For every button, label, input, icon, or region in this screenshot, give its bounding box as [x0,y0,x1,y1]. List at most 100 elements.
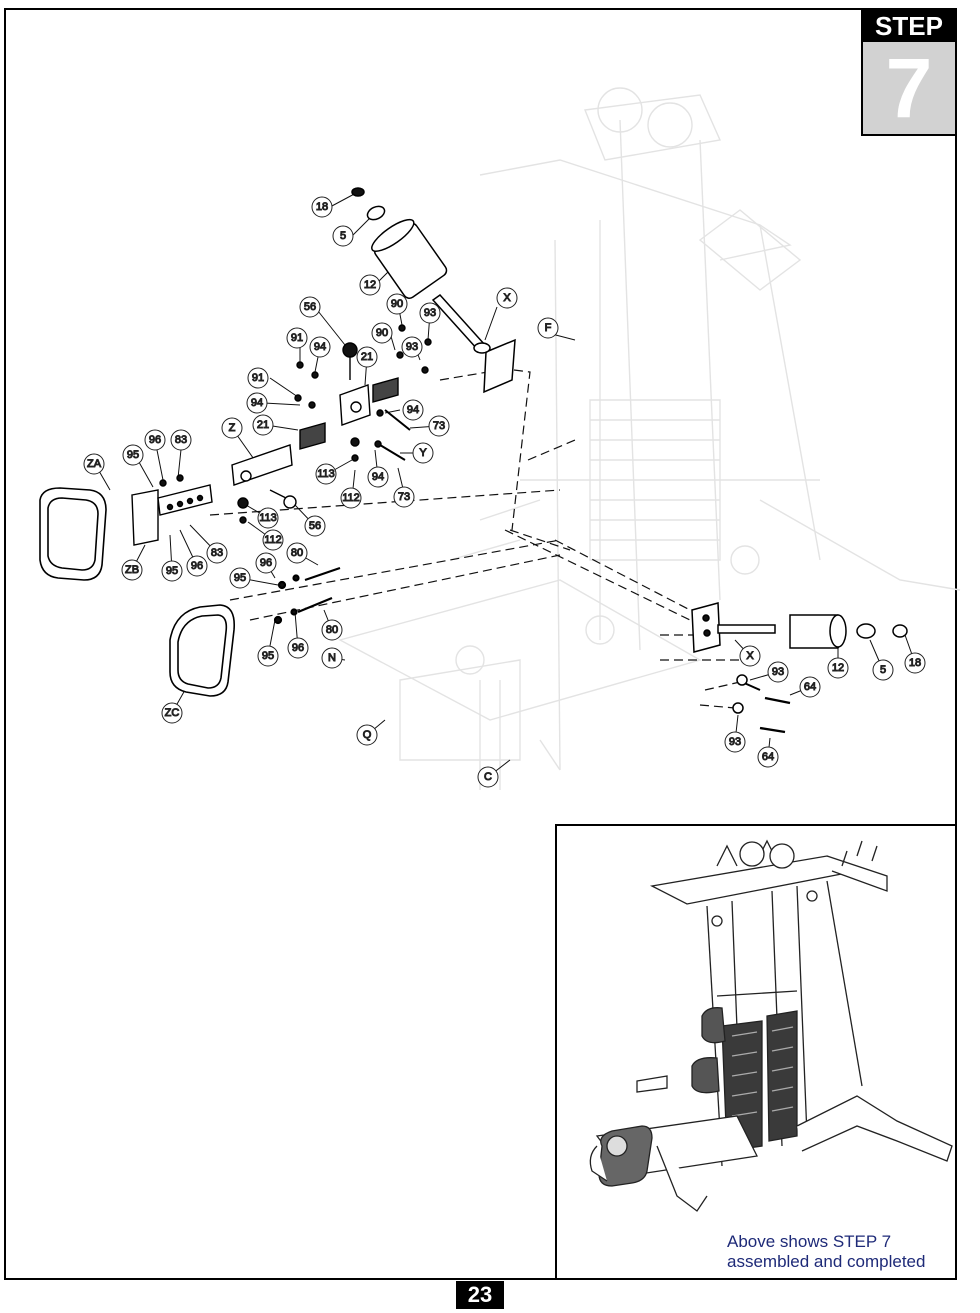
inset-caption-line2: assembled and completed [727,1252,926,1271]
callout: 83 [170,429,192,451]
svg-text:12: 12 [364,279,376,291]
svg-text:96: 96 [149,434,161,446]
callout: 91 [286,327,308,349]
svg-text:93: 93 [729,736,741,748]
svg-text:C: C [484,771,492,783]
callout: 93 [724,731,746,753]
svg-text:21: 21 [361,351,373,363]
callout: 96 [287,637,309,659]
machine-frame-ghost [338,87,961,790]
svg-text:113: 113 [259,512,277,524]
callout: 21 [356,346,378,368]
svg-text:91: 91 [252,372,264,384]
callout: ZC [161,702,183,724]
inset-caption: Above shows STEP 7 assembled and complet… [727,1232,952,1272]
svg-text:56: 56 [309,520,321,532]
completed-assembly-inset: Above shows STEP 7 assembled and complet… [555,824,957,1280]
svg-text:96: 96 [292,642,304,654]
callout: 83 [206,542,228,564]
svg-text:95: 95 [234,572,246,584]
callout: X [496,287,518,309]
callout: 56 [304,515,326,537]
callout: F [537,317,559,339]
callout: 80 [286,542,308,564]
svg-text:73: 73 [398,491,410,503]
svg-text:Q: Q [363,729,372,741]
svg-text:21: 21 [257,419,269,431]
svg-text:83: 83 [211,547,223,559]
callout: 96 [255,552,277,574]
leader-lines [94,191,916,778]
svg-text:96: 96 [260,557,272,569]
bolts-80 [273,566,341,625]
callout: 64 [757,746,779,768]
callout: 5 [872,659,894,681]
callout: 5 [332,225,354,247]
pad-bracket-zb [131,474,213,546]
roller-pad-top [351,187,448,299]
svg-text:F: F [545,322,552,334]
callout: 94 [246,392,268,414]
svg-text:X: X [746,650,754,662]
svg-text:94: 94 [314,341,326,353]
callout: 56 [299,296,321,318]
callout: ZB [121,559,143,581]
callout: 93 [419,302,441,324]
callout: 96 [186,555,208,577]
svg-text:112: 112 [342,492,360,504]
svg-text:94: 94 [251,397,263,409]
callout: 113 [257,507,279,529]
svg-text:112: 112 [264,534,282,546]
callout: N [321,647,343,669]
svg-text:ZA: ZA [87,458,102,470]
page-number: 23 [456,1281,504,1309]
svg-text:95: 95 [127,449,139,461]
seat-pad-zc [169,604,236,697]
callout: 91 [247,367,269,389]
svg-text:18: 18 [909,657,921,669]
svg-text:94: 94 [407,404,419,416]
callout: Q [356,724,378,746]
svg-text:95: 95 [166,565,178,577]
svg-text:Y: Y [419,447,427,459]
callout: 90 [371,322,393,344]
callout: Y [412,442,434,464]
callout: 95 [229,567,251,589]
callout: 90 [386,293,408,315]
svg-text:18: 18 [316,201,328,213]
svg-text:73: 73 [433,420,445,432]
svg-text:93: 93 [424,307,436,319]
callout: 73 [393,486,415,508]
roller-shaft-top [431,294,516,394]
callout: 94 [402,399,424,421]
callouts: 18 5 12 X F 56 90 93 90 93 91 94 21 91 9… [83,196,926,788]
callout: 112 [262,529,284,551]
callout: 95 [257,645,279,667]
svg-text:5: 5 [880,664,886,676]
callout: 12 [827,657,849,679]
assembled-machine-illustration [589,839,953,1212]
svg-text:5: 5 [340,230,346,242]
callout: 95 [122,444,144,466]
callout: 73 [428,415,450,437]
svg-text:90: 90 [391,298,403,310]
svg-text:56: 56 [304,301,316,313]
svg-text:64: 64 [804,681,816,693]
callout: 64 [799,676,821,698]
svg-text:83: 83 [175,434,187,446]
callout: 93 [401,336,423,358]
step-number: 7 [885,41,933,135]
callout: 93 [767,661,789,683]
svg-text:91: 91 [291,332,303,344]
svg-text:N: N [328,652,336,664]
callout: 113 [315,463,337,485]
callout: ZA [83,453,105,475]
callout: 18 [904,652,926,674]
svg-text:94: 94 [372,471,384,483]
svg-text:95: 95 [262,650,274,662]
callout: Z [221,417,243,439]
adjuster-parts [231,324,432,524]
inset-caption-line1: Above shows STEP 7 [727,1232,892,1251]
callout: 94 [367,466,389,488]
svg-text:12: 12 [832,662,844,674]
